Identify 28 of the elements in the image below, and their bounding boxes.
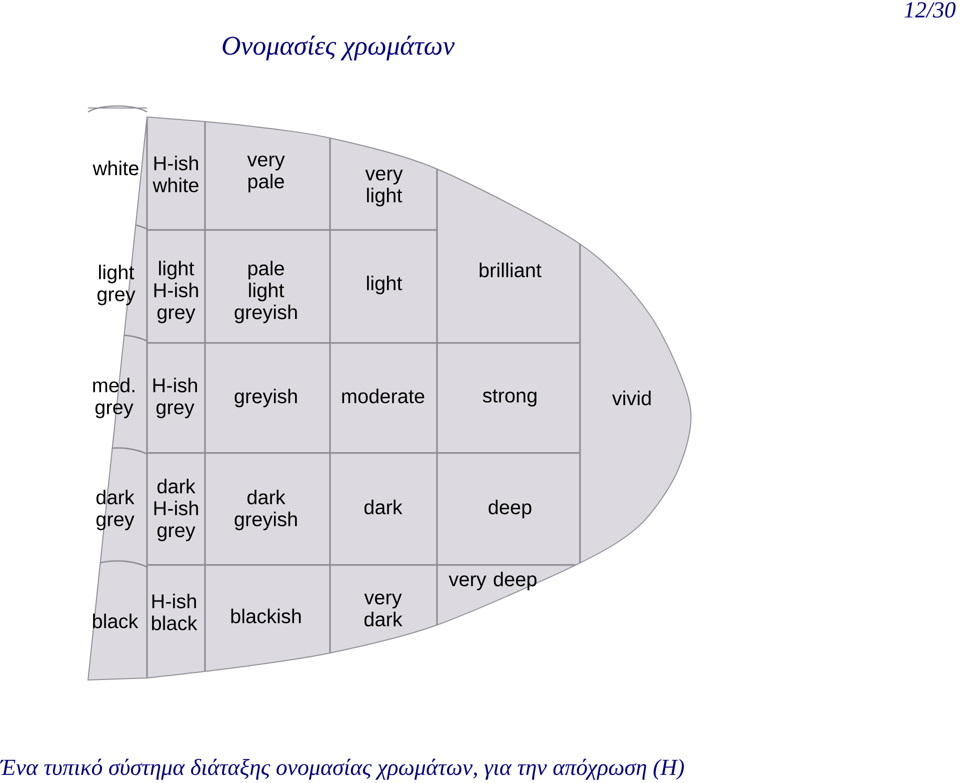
color-name: very pale xyxy=(247,156,285,192)
color-name: med. grey xyxy=(93,378,134,418)
color-name: very deep xyxy=(448,572,536,590)
color-name: dark greyish xyxy=(234,490,297,530)
color-name: dark grey xyxy=(96,490,134,530)
color-name: white xyxy=(92,160,138,176)
color-name: dark H-ish grey xyxy=(154,478,198,542)
color-name: light xyxy=(367,276,402,294)
color-name: light grey xyxy=(97,264,136,306)
color-name: very dark xyxy=(364,594,402,626)
color-name: very light xyxy=(365,170,403,206)
color-name: H-ish black xyxy=(152,594,198,630)
page-number: 12/30 xyxy=(904,2,956,18)
color-name: light H-ish grey xyxy=(154,260,198,324)
caption: Ένα τυπικό σύστημα διάταξης ονομασίας χρωμάτων, για την απόχρωση (H) xyxy=(0,758,684,780)
color-name: deep xyxy=(488,500,532,518)
color-name: pale light greyish xyxy=(234,260,297,324)
color-name: dark xyxy=(364,500,402,514)
slide-title: Ονομασίες χρωμάτων xyxy=(222,36,455,60)
color-name: H-ish white xyxy=(152,156,198,192)
color-name: moderate xyxy=(342,388,424,404)
color-name: H-ish grey xyxy=(153,378,197,418)
color-name: blackish xyxy=(231,608,301,624)
color-name: brilliant xyxy=(480,262,542,278)
color-name: greyish xyxy=(234,388,297,408)
color-name: vivid xyxy=(612,390,651,406)
color-name: strong xyxy=(482,389,536,406)
color-name: black xyxy=(93,614,138,628)
